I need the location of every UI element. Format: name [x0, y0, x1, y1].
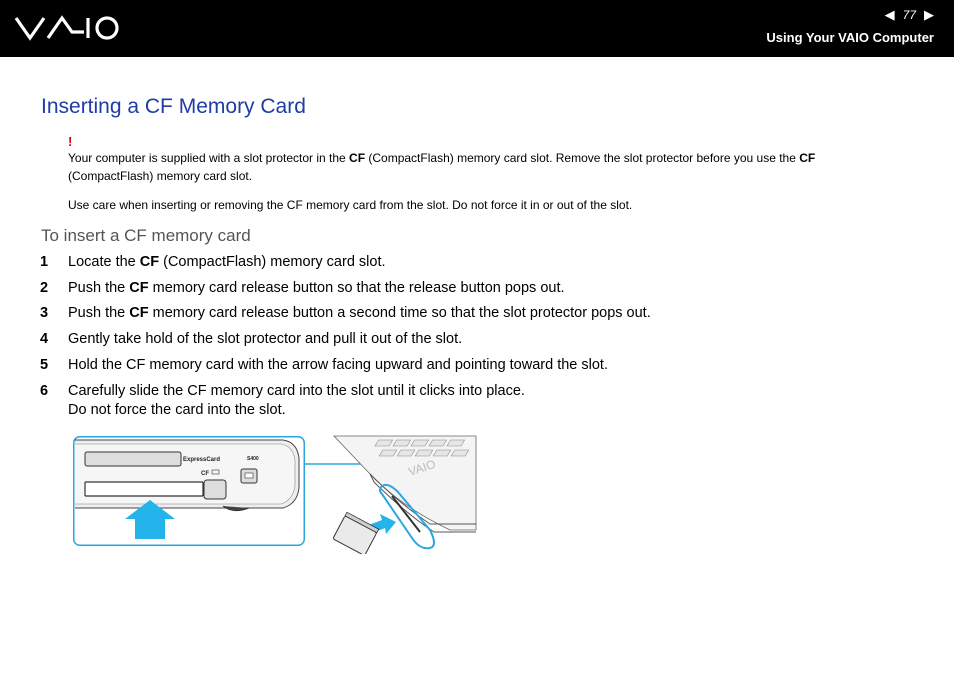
section-title: Using Your VAIO Computer: [766, 30, 934, 45]
cf-slot-closeup-illustration: ExpressCard CF S400: [73, 436, 305, 546]
step-text: Hold the CF memory card with the arrow f…: [68, 357, 608, 373]
cf-card-slot: [84, 481, 204, 497]
step-text: Locate the CF (CompactFlash) memory card…: [68, 254, 386, 270]
note-use-care: Use care when inserting or removing the …: [68, 198, 633, 212]
cf-memory-card: [333, 511, 380, 554]
port-label: S400: [247, 456, 259, 462]
cf-label: CF: [201, 471, 209, 477]
insert-arrow-icon: [125, 500, 175, 539]
page-header: ◀ 77 ▶ Using Your VAIO Computer: [0, 0, 954, 57]
page-navigation: ◀ 77 ▶: [885, 7, 934, 23]
next-page-icon[interactable]: ▶: [924, 7, 934, 22]
step-text: Push the CF memory card release button s…: [68, 280, 565, 296]
step-text: Gently take hold of the slot protector a…: [68, 331, 463, 347]
step-number: 5: [40, 357, 49, 373]
previous-page-icon[interactable]: ◀: [884, 7, 895, 22]
note-slot-protector: Your computer is supplied with a slot pr…: [68, 151, 816, 183]
procedure-title: To insert a CF memory card: [41, 226, 251, 245]
cf-slot-highlight: [379, 483, 435, 550]
step-text: Push the CF memory card release button a…: [68, 305, 651, 321]
page-title: Inserting a CF Memory Card: [41, 95, 306, 118]
notes-block: ! Your computer is supplied with a slot …: [68, 135, 898, 225]
notebook-cf-insertion-illustration: VAIO: [333, 435, 477, 554]
warning-icon: !: [68, 134, 73, 149]
expresscard-label: ExpressCard: [183, 457, 220, 463]
step-text: Carefully slide the CF memory card into …: [68, 383, 525, 418]
vaio-logo: [14, 15, 119, 41]
page-number: 77: [902, 8, 916, 22]
cf-release-button: [203, 479, 227, 500]
step-number: 6: [40, 383, 49, 399]
step-number: 2: [40, 280, 49, 296]
step-number: 1: [40, 254, 49, 270]
step-number: 4: [40, 331, 49, 347]
step-number: 3: [40, 305, 49, 321]
